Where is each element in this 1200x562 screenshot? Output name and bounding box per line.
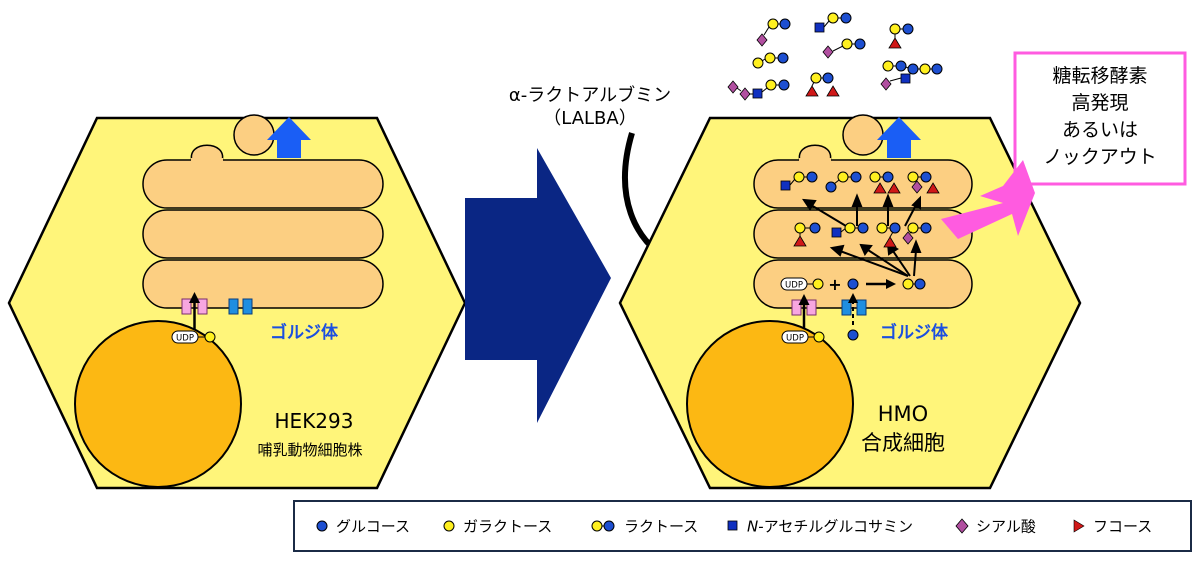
lalba-abbrev: （LALBA） <box>543 108 636 129</box>
glucose-icon <box>316 520 328 532</box>
glycosylation-arrows <box>802 193 922 277</box>
legend: グルコース ガラクトース ラクトース N-アセチルグルコサミン シアル酸 フコー… <box>293 500 1192 552</box>
svg-text:フコース: フコース <box>1093 518 1152 536</box>
svg-text:UDP: UDP <box>785 281 803 291</box>
svg-text:グルコース: グルコース <box>336 518 410 536</box>
left-cell-name: HEK293 <box>275 409 354 433</box>
legend-item-fucose: フコース <box>1073 518 1152 536</box>
svg-text:UDP: UDP <box>176 334 194 344</box>
right-vesicle-arrow <box>877 117 921 158</box>
legend-box <box>293 500 1192 552</box>
left-pink-transporter-a <box>181 298 192 315</box>
svg-text:あるいは: あるいは <box>1062 119 1138 141</box>
left-blue-transporter-b <box>242 298 253 315</box>
golgi-udp-galactose: UDP <box>780 277 824 291</box>
right-pink-transporter-b <box>806 299 817 316</box>
svg-text:ラクトース: ラクトース <box>624 518 698 536</box>
golgi-lactose <box>902 278 926 290</box>
right-blue-transporter-b <box>856 299 867 316</box>
right-golgi <box>753 144 973 309</box>
svg-text:ガラクトース: ガラクトース <box>463 518 552 536</box>
left-udp-galactose: UDP <box>171 330 216 344</box>
fucose-icon <box>1073 519 1085 533</box>
right-cell-name: HMO <box>878 402 928 426</box>
right-udp-galactose: UDP <box>781 330 825 344</box>
legend-item-glucose: グルコース <box>316 518 410 536</box>
legend-item-glcnac: N-アセチルグルコサミン <box>727 518 913 536</box>
svg-text:ノックアウト: ノックアウト <box>1043 146 1157 168</box>
glcnac-icon <box>727 520 738 531</box>
right-cell: UDP UDP + <box>618 114 1082 490</box>
plus-sign: + <box>828 275 841 294</box>
right-pink-transporter-a <box>791 299 802 316</box>
left-golgi <box>142 144 384 309</box>
svg-text:高発現: 高発現 <box>1071 92 1128 114</box>
legend-item-sialic-acid: シアル酸 <box>955 518 1036 536</box>
svg-text:シアル酸: シアル酸 <box>976 518 1036 536</box>
left-nucleus <box>74 320 242 488</box>
right-blue-transporter-a <box>841 299 852 316</box>
right-nucleus <box>686 320 854 488</box>
legend-item-lactose: ラクトース <box>591 518 698 536</box>
right-golgi-label: ゴルジ体 <box>880 322 949 343</box>
right-cell-desc: 合成細胞 <box>861 431 945 455</box>
golgi-glycans <box>780 171 940 248</box>
sialic-acid-icon <box>955 518 969 534</box>
left-cell-desc: 哺乳動物細胞株 <box>257 441 362 459</box>
left-blue-transporter-a <box>228 298 239 315</box>
legend-item-galactose: ガラクトース <box>443 518 552 536</box>
left-vesicle <box>233 114 275 156</box>
left-pink-transporter-b <box>197 298 208 315</box>
enzyme-callout: 糖転移酵素 高発現 あるいは ノックアウト <box>1013 51 1187 186</box>
left-golgi-label: ゴルジ体 <box>270 322 339 343</box>
callout-pink-arrow <box>941 160 1035 239</box>
left-cell: UDP ゴルジ体 HEK293 哺乳動物細胞株 <box>7 114 467 490</box>
galactose-icon <box>443 520 455 532</box>
left-vesicle-arrow <box>267 117 311 158</box>
lactose-icon <box>591 520 615 532</box>
lalba-label: α-ラクトアルブミン <box>509 84 671 106</box>
svg-text:糖転移酵素: 糖転移酵素 <box>1052 65 1147 87</box>
golgi-glucose <box>847 278 859 290</box>
secreted-hmos <box>727 12 943 101</box>
right-vesicle <box>842 114 884 156</box>
svg-text:UDP: UDP <box>786 334 804 344</box>
transformation-arrow <box>465 148 611 423</box>
svg-text:N-アセチルグルコサミン: N-アセチルグルコサミン <box>747 518 913 536</box>
